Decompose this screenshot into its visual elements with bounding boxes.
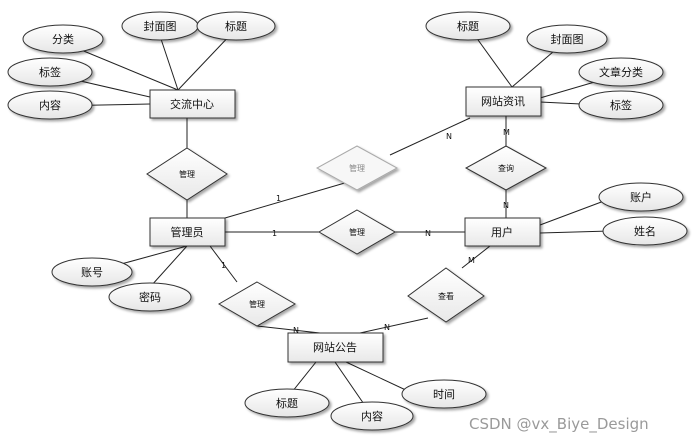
relation-manage-announcement: 管理 xyxy=(218,281,296,327)
relation-label: 管理 xyxy=(349,227,365,237)
attribute-announcement-content: 内容 xyxy=(330,401,414,431)
attribute-user-account: 账户 xyxy=(598,182,684,212)
entity-label: 交流中心 xyxy=(170,97,214,111)
entity-user: 用户 xyxy=(464,217,541,247)
relation-label: 查看 xyxy=(438,291,454,301)
svg-text:标题: 标题 xyxy=(225,19,247,33)
attribute-user-name: 姓名 xyxy=(602,216,688,246)
cardinality-admin-user-1: 1 xyxy=(272,229,277,238)
svg-text:内容: 内容 xyxy=(361,409,383,423)
svg-text:标题: 标题 xyxy=(457,19,479,33)
attribute-exchange-title: 标题 xyxy=(196,11,276,41)
cardinality-admin-news-n: N xyxy=(446,132,452,141)
cardinality-admin-news-1: 1 xyxy=(276,194,281,203)
attribute-exchange-category: 分类 xyxy=(22,24,104,54)
cardinality-admin-ann-n: N xyxy=(293,326,299,335)
cardinality-news-user-m: M xyxy=(503,128,510,137)
relation-label: 管理 xyxy=(179,169,195,179)
svg-text:账户: 账户 xyxy=(630,190,652,204)
svg-text:姓名: 姓名 xyxy=(634,224,656,238)
svg-text:标签: 标签 xyxy=(610,98,632,112)
relation-manage-news: 管理 xyxy=(315,145,399,191)
attribute-admin-password: 密码 xyxy=(108,282,192,312)
relation-query-news: 查询 xyxy=(464,145,548,191)
entity-label: 管理员 xyxy=(171,225,204,239)
relation-label: 管理 xyxy=(249,299,265,309)
cardinality-user-ann-m: M xyxy=(468,256,475,265)
svg-text:账号: 账号 xyxy=(81,266,103,279)
attribute-exchange-content: 内容 xyxy=(7,90,93,120)
attribute-exchange-tag: 标签 xyxy=(7,57,93,87)
attribute-news-cover: 封面图 xyxy=(526,24,608,54)
cardinality-labels: 1 N 1 N M N 1 N M N xyxy=(221,128,510,335)
relation-label: 查询 xyxy=(498,163,514,173)
svg-text:密码: 密码 xyxy=(139,290,161,304)
svg-text:分类: 分类 xyxy=(52,32,74,46)
svg-text:内容: 内容 xyxy=(39,98,61,112)
attribute-admin-account: 账号 xyxy=(51,257,133,287)
attribute-announcement-time: 时间 xyxy=(401,379,487,409)
attribute-news-title: 标题 xyxy=(425,11,511,41)
entity-admin: 管理员 xyxy=(149,217,226,247)
relation-view-announcement: 查看 xyxy=(407,267,485,323)
svg-text:封面图: 封面图 xyxy=(144,19,177,33)
svg-text:标签: 标签 xyxy=(39,65,61,79)
svg-text:标题: 标题 xyxy=(276,396,298,410)
svg-text:时间: 时间 xyxy=(433,388,455,401)
svg-text:文章分类: 文章分类 xyxy=(599,65,643,79)
entity-exchange-center: 交流中心 xyxy=(149,89,236,119)
cardinality-admin-ann-1: 1 xyxy=(221,261,226,270)
attribute-exchange-cover: 封面图 xyxy=(121,11,199,41)
entity-label: 网站公告 xyxy=(313,340,357,354)
cardinality-admin-user-n: N xyxy=(425,229,431,238)
entity-announcement: 网站公告 xyxy=(287,332,384,363)
entity-label: 网站资讯 xyxy=(481,94,525,108)
relation-manage-exchange: 管理 xyxy=(146,147,228,201)
watermark: CSDN @vx_Biye_Design xyxy=(469,415,649,434)
cardinality-user-ann-n: N xyxy=(384,323,390,332)
cardinality-news-user-n: N xyxy=(503,201,509,210)
relation-label: 管理 xyxy=(349,163,365,173)
entity-website-news: 网站资讯 xyxy=(465,86,542,117)
svg-text:封面图: 封面图 xyxy=(551,32,584,46)
attribute-news-category: 文章分类 xyxy=(578,57,664,87)
entity-label: 用户 xyxy=(491,225,513,239)
attribute-news-tag: 标签 xyxy=(578,90,664,120)
relation-manage-user: 管理 xyxy=(318,209,396,255)
attribute-announcement-title: 标题 xyxy=(244,388,330,418)
